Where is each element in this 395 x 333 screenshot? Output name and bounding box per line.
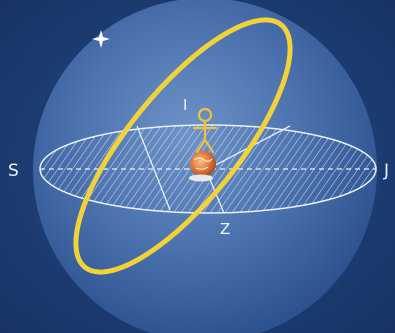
- zenith-label: I: [183, 96, 187, 114]
- observer-point-label: Z: [220, 220, 230, 238]
- north-label: J: [383, 161, 389, 181]
- south-label: S: [8, 161, 19, 181]
